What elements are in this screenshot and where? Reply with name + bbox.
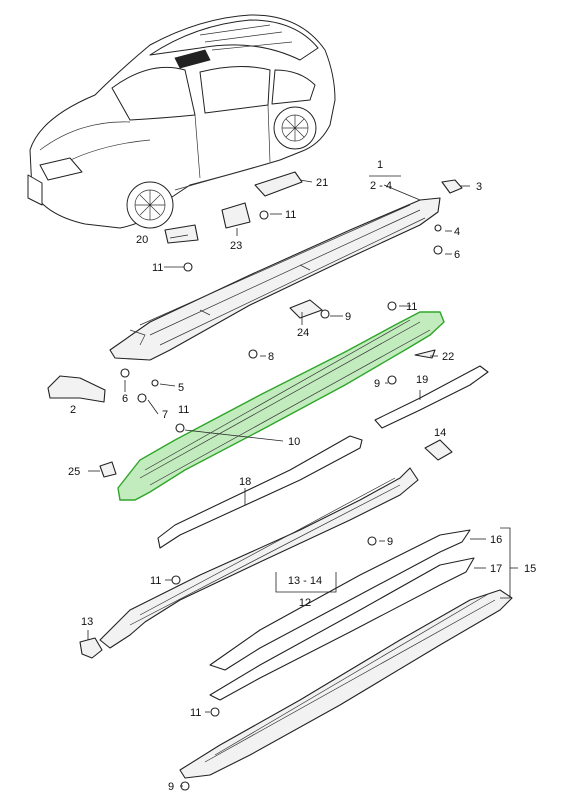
side-skirt-15[interactable] <box>179 589 513 779</box>
callout-22[interactable]: 22 <box>442 351 454 363</box>
callout-11b[interactable]: 11 <box>152 262 163 274</box>
callout-2-4[interactable]: 2 - 4 <box>370 180 392 192</box>
callout-2[interactable]: 2 <box>70 404 76 416</box>
callout-10[interactable]: 10 <box>288 436 300 448</box>
callout-7[interactable]: 7 <box>162 409 168 421</box>
callout-25[interactable]: 25 <box>68 466 80 478</box>
callout-6a[interactable]: 6 <box>454 249 460 261</box>
callout-labels: 1 2 2 - 4 3 4 5 6 6 7 8 9 9 9 9 10 11 11… <box>68 159 536 793</box>
callout-11c[interactable]: 11 <box>406 301 417 313</box>
callout-13-14[interactable]: 13 - 14 <box>288 575 322 587</box>
leader-lines <box>87 175 518 787</box>
callout-1[interactable]: 1 <box>377 159 383 171</box>
strip-19[interactable] <box>374 365 489 429</box>
callout-11d[interactable]: 11 <box>178 404 189 416</box>
callout-20[interactable]: 20 <box>136 234 148 246</box>
callout-9c[interactable]: 9 <box>387 536 393 548</box>
callout-4[interactable]: 4 <box>454 226 460 238</box>
callout-9b[interactable]: 9 <box>374 378 380 390</box>
strip-16[interactable] <box>209 529 471 671</box>
callout-3[interactable]: 3 <box>476 181 482 193</box>
callout-18[interactable]: 18 <box>239 476 251 488</box>
callout-24[interactable]: 24 <box>297 327 309 339</box>
callout-19[interactable]: 19 <box>416 374 428 386</box>
callout-14[interactable]: 14 <box>434 427 446 439</box>
callout-16[interactable]: 16 <box>490 534 502 546</box>
callout-11f[interactable]: 11 <box>190 707 201 719</box>
callout-15[interactable]: 15 <box>524 563 536 575</box>
callout-5[interactable]: 5 <box>178 382 184 394</box>
callout-9d[interactable]: 9 <box>168 781 174 793</box>
callout-13[interactable]: 13 <box>81 616 93 628</box>
callout-11e[interactable]: 11 <box>150 575 161 587</box>
underbody-panel[interactable] <box>109 197 441 361</box>
vehicle-illustration <box>27 14 336 229</box>
callout-8[interactable]: 8 <box>268 351 274 363</box>
callout-12[interactable]: 12 <box>299 597 311 609</box>
callout-11a[interactable]: 11 <box>285 209 296 221</box>
callout-6b[interactable]: 6 <box>122 393 128 405</box>
callout-21[interactable]: 21 <box>316 177 328 189</box>
small-parts <box>47 171 463 791</box>
strip-17[interactable] <box>209 557 475 701</box>
strip-18[interactable] <box>157 435 363 549</box>
callout-23[interactable]: 23 <box>230 240 242 252</box>
callout-17[interactable]: 17 <box>490 563 502 575</box>
sill-trim-12[interactable] <box>99 467 419 649</box>
callout-9a[interactable]: 9 <box>345 311 351 323</box>
part-10-highlighted[interactable] <box>117 311 445 501</box>
